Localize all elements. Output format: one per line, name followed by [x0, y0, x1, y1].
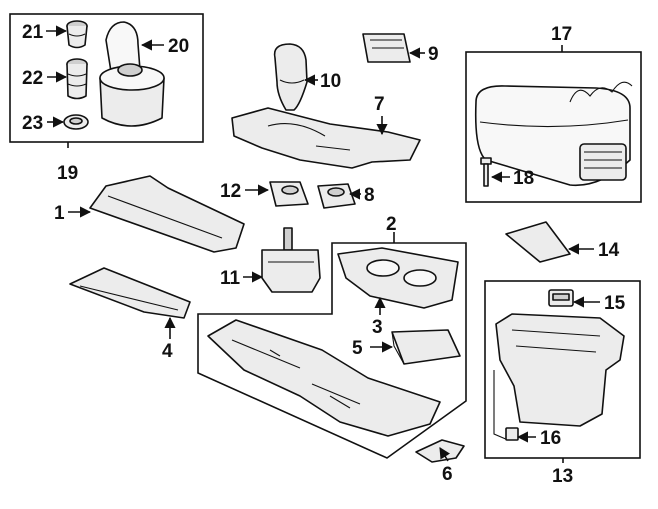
callout-1: 1 [54, 203, 65, 224]
part-5-module [391, 329, 461, 365]
part-6-clip [415, 439, 465, 463]
part-10-shift-knob [273, 43, 308, 111]
part-12-switch [269, 181, 309, 207]
part-15-connector [548, 289, 574, 307]
part-4-side-trim [69, 267, 191, 319]
callout-8: 8 [364, 185, 375, 206]
part-21-plug [66, 20, 88, 49]
callout-9: 9 [428, 44, 439, 65]
callout-6: 6 [442, 464, 453, 485]
callout-4: 4 [162, 341, 173, 362]
part-7-trim-plate [231, 107, 421, 169]
part-14-pad [505, 221, 571, 263]
callout-12: 12 [220, 181, 241, 202]
part-20-ashtray [99, 21, 165, 127]
callout-14: 14 [598, 240, 620, 261]
group-frame-17 [465, 51, 642, 203]
part-3-cupholder [337, 247, 459, 309]
callout-15: 15 [604, 293, 626, 314]
group-frame-2 [197, 242, 467, 459]
part-8-switch [317, 183, 356, 209]
callout-5: 5 [352, 338, 363, 359]
callout-17: 17 [551, 24, 572, 45]
callout-10: 10 [320, 71, 341, 92]
callout-21: 21 [22, 22, 44, 43]
part-18-bolt [480, 157, 492, 187]
callout-23: 23 [22, 113, 43, 134]
callout-7: 7 [374, 94, 385, 115]
part-9-switch [362, 33, 411, 63]
callout-16: 16 [540, 428, 561, 449]
console-bracket [207, 319, 441, 437]
callout-13: 13 [552, 466, 573, 487]
part-11-shifter [261, 227, 321, 293]
callout-3: 3 [372, 317, 383, 338]
part-22-lighter-socket [66, 58, 88, 100]
callout-11: 11 [220, 268, 241, 289]
callout-19: 19 [57, 163, 78, 184]
part-17-armrest [474, 85, 631, 187]
leader-lines [46, 25, 600, 463]
callout-2: 2 [386, 214, 397, 235]
callout-18: 18 [513, 168, 534, 189]
part-13-storage-box [495, 313, 625, 427]
callout-22: 22 [22, 68, 43, 89]
callout-labels: 1 2 3 4 5 6 7 8 9 10 11 12 13 14 15 16 1… [22, 22, 626, 487]
part-1-side-trim [89, 175, 245, 253]
callout-20: 20 [168, 36, 189, 57]
part-23-retainer [63, 114, 89, 130]
part-17-spring [569, 81, 633, 103]
group-frame-19 [9, 13, 204, 143]
